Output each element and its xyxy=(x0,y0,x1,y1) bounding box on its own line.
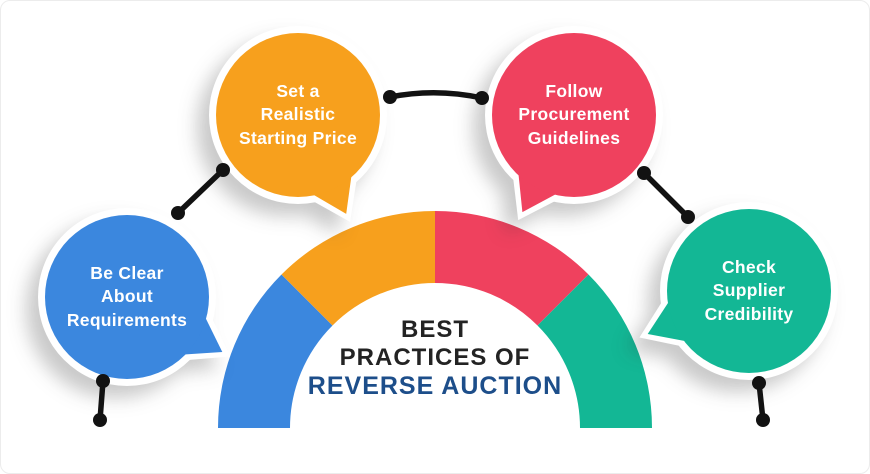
arc-segment-red xyxy=(435,210,589,326)
connector-dot xyxy=(475,91,489,105)
connector-dot xyxy=(171,206,185,220)
bubble-procurement-label: Follow Procurement Guidelines xyxy=(459,1,689,230)
bubble-credibility: Check Supplier Credibility xyxy=(634,176,864,406)
connector-line-orange-red xyxy=(387,90,485,101)
connector-dot xyxy=(93,413,107,427)
bubble-label-line: Procurement xyxy=(518,104,630,125)
page-title: BEST PRACTICES OF REVERSE AUCTION xyxy=(275,316,595,400)
bubble-be-clear: Be Clear About Requirements xyxy=(12,182,242,412)
connector-line-orange-blue xyxy=(175,167,226,216)
bubble-label-line: Credibility xyxy=(704,303,794,324)
bubble-label-line: Guidelines xyxy=(527,127,621,148)
bubble-label-line: Be Clear xyxy=(90,263,164,284)
bubble-label-line: Supplier xyxy=(712,280,786,301)
connector-dot xyxy=(96,374,110,388)
title-line-3: REVERSE AUCTION xyxy=(307,372,563,400)
bubble-procurement: Follow Procurement Guidelines xyxy=(459,1,689,230)
bubble-label-line: About xyxy=(100,286,154,307)
connector-dot xyxy=(383,90,397,104)
bubble-credibility-shape xyxy=(639,202,838,380)
bubble-starting-price-shape xyxy=(209,26,387,222)
bubble-procurement-shape xyxy=(485,26,663,221)
bubble-be-clear-label: Be Clear About Requirements xyxy=(12,182,242,412)
arc-segment-orange xyxy=(281,210,435,326)
bubble-label-line: Requirements xyxy=(66,309,188,330)
connector-dot xyxy=(216,163,230,177)
bubble-label-line: Realistic xyxy=(260,104,336,125)
bubble-credibility-label: Check Supplier Credibility xyxy=(634,176,864,406)
bubble-starting-price-label: Set a Realistic Starting Price xyxy=(183,1,413,230)
connector-dot xyxy=(752,376,766,390)
connector-line-red-teal xyxy=(641,170,691,220)
bubble-be-clear-shape xyxy=(38,208,231,386)
bubble-label-line: Check xyxy=(721,257,777,278)
bubble-label-line: Starting Price xyxy=(239,127,357,148)
arc-segment-blue xyxy=(217,274,333,428)
connector-dot xyxy=(756,413,770,427)
bubble-label-line: Follow xyxy=(545,81,603,102)
bubble-starting-price: Set a Realistic Starting Price xyxy=(183,1,413,230)
connector-dot xyxy=(637,166,651,180)
title-line-2: PRACTICES OF xyxy=(339,344,531,371)
bubble-label-line: Set a xyxy=(276,81,320,102)
arc-segment-teal xyxy=(537,274,652,428)
title-line-1: BEST xyxy=(400,316,469,343)
connector-dot xyxy=(681,210,695,224)
